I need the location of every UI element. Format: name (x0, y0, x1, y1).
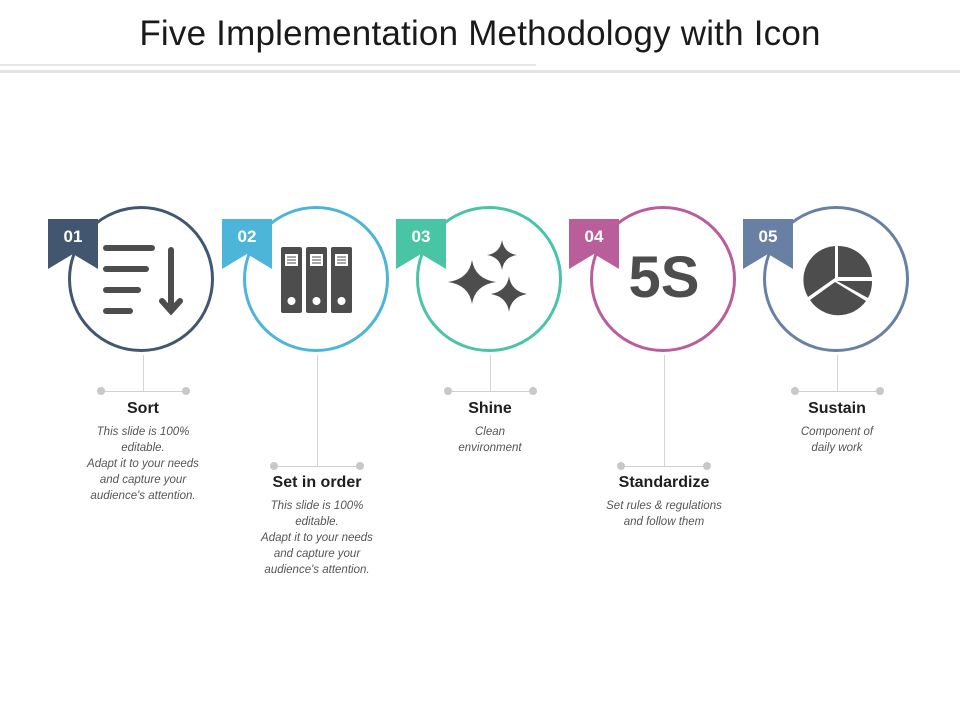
connector-stem (143, 355, 144, 391)
sparkle-icon (448, 240, 527, 312)
connector-dot-right (182, 387, 190, 395)
connector-bar (101, 391, 187, 392)
binders-icon (281, 247, 352, 313)
title-divider-long (0, 70, 960, 73)
step-label: Standardize (618, 474, 710, 491)
connector-dot-right (529, 387, 537, 395)
5s-text-icon: 5S (628, 245, 700, 310)
connector-stem (837, 355, 838, 391)
connector-bar (448, 391, 534, 392)
step-description: This slide is 100% editable. Adapt it to… (87, 426, 199, 502)
title-divider-short (0, 64, 536, 66)
step-label: Shine (468, 400, 512, 417)
sort-descending-icon (103, 245, 183, 316)
connector-bar (621, 466, 707, 467)
connector-dot-left (444, 387, 452, 395)
connector-stem (664, 355, 665, 466)
step-description: Component of daily work (800, 426, 874, 454)
connector-stem (317, 355, 318, 466)
connector-bar (274, 466, 360, 467)
connector-dot-left (617, 462, 625, 470)
page-title: Five Implementation Methodology with Ico… (139, 14, 821, 53)
step-label: Sort (127, 400, 159, 417)
connector-dot-left (791, 387, 799, 395)
step-description: This slide is 100% editable. Adapt it to… (261, 500, 373, 576)
pie-chart-icon (803, 245, 873, 316)
connector-stem (490, 355, 491, 391)
connector-dot-right (876, 387, 884, 395)
step-description: Clean environment (458, 426, 522, 454)
step-label: Sustain (808, 400, 866, 417)
step-description: Set rules & regulations and follow them (606, 500, 722, 528)
connector-dot-right (356, 462, 364, 470)
connector-bar (795, 391, 881, 392)
connector-dot-left (97, 387, 105, 395)
connector-dot-right (703, 462, 711, 470)
connector-dot-left (270, 462, 278, 470)
step-label: Set in order (272, 474, 362, 491)
